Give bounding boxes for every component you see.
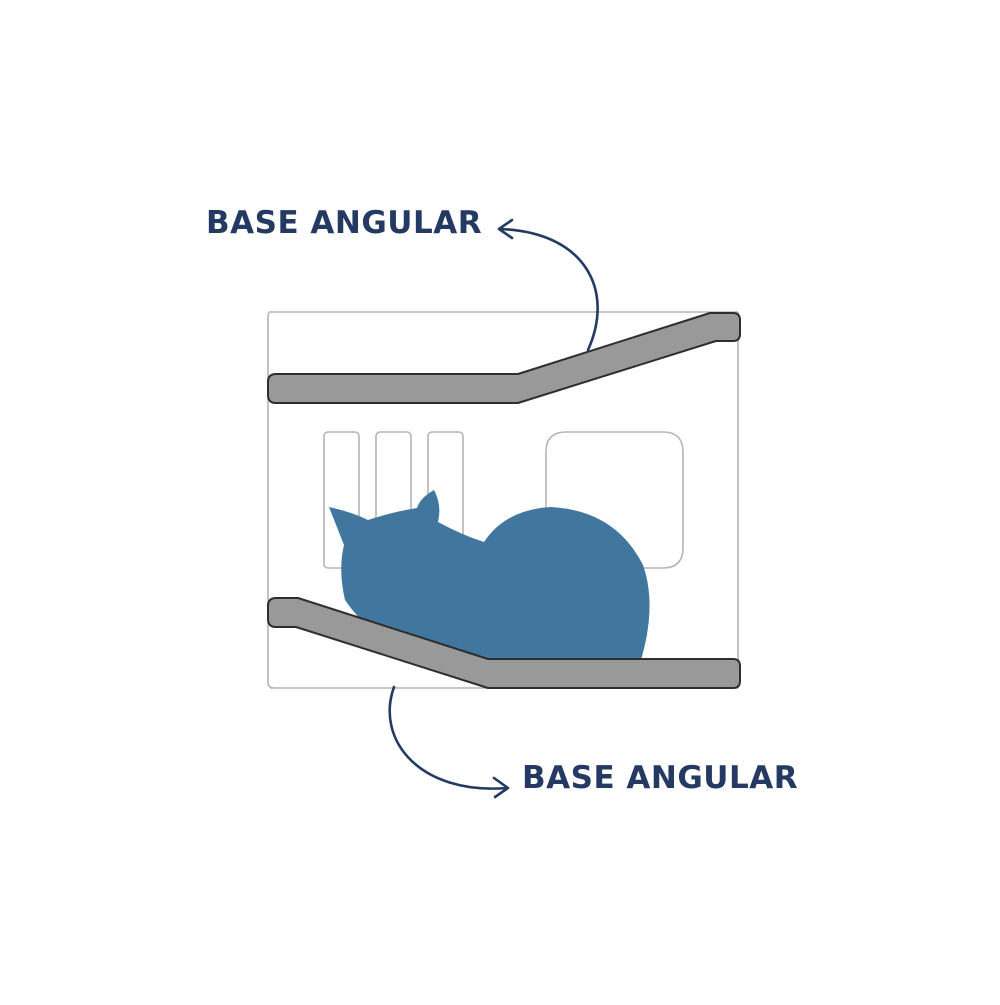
arrow-bottom-head [492,776,510,799]
frame-outline [267,311,739,689]
top-shelf-label: BASE ANGULAR [206,205,483,241]
curved-arrow-icon [388,685,510,799]
arrow-top-shaft [498,227,599,352]
arrow-bottom-shaft [388,685,509,790]
arrow-top-head [497,218,514,240]
window-cutout [545,431,684,569]
curved-arrow-icon [497,218,599,352]
top-angular-shelf [267,312,741,404]
bottom-shelf-label: BASE ANGULAR [522,760,799,796]
cat-silhouette-icon [329,490,650,660]
bottom-angular-shelf [267,597,741,689]
